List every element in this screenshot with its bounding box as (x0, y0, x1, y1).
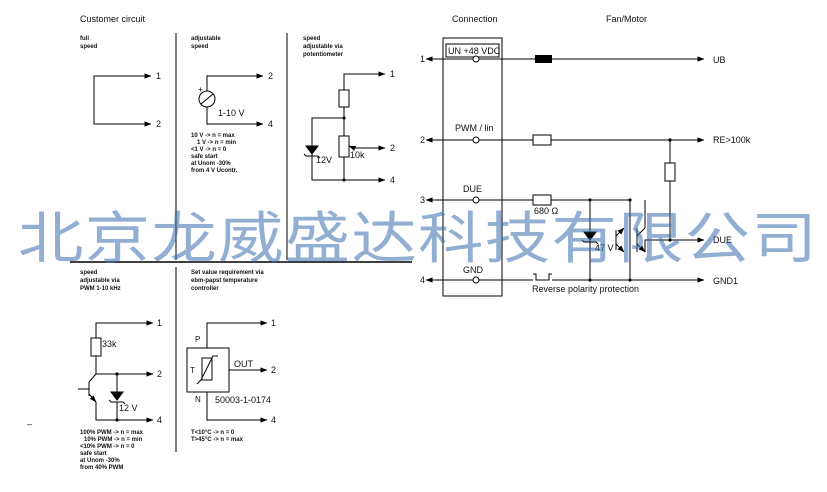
conn-label-un: UN +48 VDC (448, 46, 501, 56)
pwm-note-0: 100% PWM -> n = max (80, 430, 144, 436)
panel-full-title-2: speed (80, 44, 98, 50)
source-plus-sign: + (198, 85, 203, 94)
pwm-note-5: from 40% PWM (80, 465, 123, 471)
header-connection: Connection (452, 14, 498, 24)
panel-temp-title-1: Set value requirement via (191, 270, 264, 276)
conn-pin-1: 1 (420, 54, 425, 64)
panel-potentiometer: speed adjustable via potentiometer 12V 1… (303, 36, 395, 185)
panel-temp-title-3: controller (191, 286, 219, 292)
r680-symbol (532, 194, 552, 206)
conn-label-pwm: PWM / lin (455, 123, 494, 133)
pwm-resistor-symbol (90, 337, 102, 357)
temp-note-1: T>45°C -> n = max (191, 437, 244, 443)
pwm-note-2: <10% PWM -> n = 0 (80, 444, 135, 450)
conn-label-gnd: GND (463, 265, 484, 275)
temp-part-number: 50003-1-0174 (215, 395, 271, 405)
thermistor-symbol (201, 357, 213, 381)
panel-temp-title-2: ebm-papst temperature (191, 278, 258, 284)
temp-note-0: T<10°C -> n = 0 (191, 430, 235, 436)
header-customer-circuit: Customer circuit (80, 14, 146, 24)
potentiometer-symbol (338, 135, 350, 158)
panel-adj-title-2: speed (191, 44, 209, 50)
temp-n-label: N (195, 395, 201, 404)
adj-note-5: from 4 V Ucontr. (191, 168, 238, 174)
pullup-resistor-symbol (664, 162, 676, 182)
conn-pin-4: 4 (420, 275, 425, 285)
source-voltage-label: 1-10 V (218, 108, 245, 118)
adj-note-0: 10 V -> n = max (191, 133, 235, 139)
panel-pwm-title-1: speed (80, 270, 98, 276)
temp-p-label: P (195, 335, 200, 344)
temp-pin-1: 1 (271, 318, 276, 328)
fan-motor-circuit: UB RE>100k DUE GND1 680 Ω 47 V Reverse p… (479, 55, 751, 294)
panel-pot-title-3: potentiometer (303, 52, 344, 58)
ub-fuse-symbol (535, 55, 552, 63)
re-resistor-symbol (532, 134, 552, 146)
conn-label-due: DUE (463, 184, 482, 194)
reverse-polarity-label: Reverse polarity protection (532, 284, 639, 294)
pot-pin-4: 4 (390, 175, 395, 185)
adj-note-1: 1 V -> n = min (197, 140, 236, 146)
connection-block: 1 2 3 4 UN +48 VDC PWM / lin DUE GND (420, 37, 503, 297)
fan-due-label: DUE (713, 235, 732, 245)
pwm-note-3: safe start (80, 451, 107, 457)
r680-label: 680 Ω (534, 206, 559, 216)
stray-dash: – (27, 419, 32, 429)
un-label-box (445, 43, 500, 58)
full-pin-1: 1 (156, 71, 161, 81)
pwm-zener-label: 12 V (119, 403, 138, 413)
pot-pin-2: 2 (390, 143, 395, 153)
panel-pwm-title-2: adjustable via (80, 278, 120, 284)
conn-pin-3: 3 (420, 195, 425, 205)
fan-gnd-label: GND1 (713, 276, 738, 286)
temp-out-label: OUT (234, 359, 254, 369)
pwm-pin-2: 2 (157, 369, 162, 379)
resistor-symbol (338, 89, 350, 108)
pwm-note-4: at Unom -30% (80, 458, 120, 464)
temp-t-label: T (190, 366, 195, 375)
pwm-pin-4: 4 (157, 415, 162, 425)
panel-pwm: speed adjustable via PWM 1-10 kHz 33k 12… (78, 270, 162, 471)
header-fan-motor: Fan/Motor (606, 14, 647, 24)
pot-zener-label: 12V (316, 155, 332, 165)
pwm-pin-1: 1 (157, 318, 162, 328)
zener-47v-label: 47 V (595, 243, 614, 253)
pwm-note-1: 10% PWM -> n = min (84, 437, 143, 443)
fan-ub-label: UB (713, 55, 726, 65)
conn-pin-2: 2 (420, 135, 425, 145)
temp-pin-2: 2 (271, 365, 276, 375)
panel-dividers (70, 33, 412, 452)
adj-note-2: <1 V -> n = 0 (191, 147, 227, 153)
connector-box (442, 37, 503, 297)
panel-full-title-1: full (80, 36, 89, 42)
fan-re-label: RE>100k (713, 135, 751, 145)
adj-note-3: safe start (191, 154, 218, 160)
pot-value-label: 10k (350, 150, 365, 160)
panel-full-speed: full speed 1 2 (80, 36, 161, 129)
company-watermark: 北京龙威盛达科技有限公司 (18, 207, 818, 272)
pwm-resistor-label: 33k (102, 339, 117, 349)
adj-pin-2: 2 (268, 71, 273, 81)
panel-pot-title-2: adjustable via (303, 44, 343, 50)
pot-pin-1: 1 (390, 69, 395, 79)
adj-pin-4: 4 (268, 119, 273, 129)
panel-pwm-title-3: PWM 1-10 kHz (80, 286, 121, 292)
adj-note-4: at Unom -30% (191, 161, 231, 167)
panel-pot-title-1: speed (303, 36, 321, 42)
panel-adjustable-speed: adjustable speed + 1-10 V 2 4 10 V -> n … (191, 36, 273, 174)
full-pin-2: 2 (156, 119, 161, 129)
panel-temp-controller: Set value requirement via ebm-papst temp… (186, 270, 276, 443)
temp-pin-4: 4 (271, 415, 276, 425)
panel-adj-title-1: adjustable (191, 36, 221, 42)
